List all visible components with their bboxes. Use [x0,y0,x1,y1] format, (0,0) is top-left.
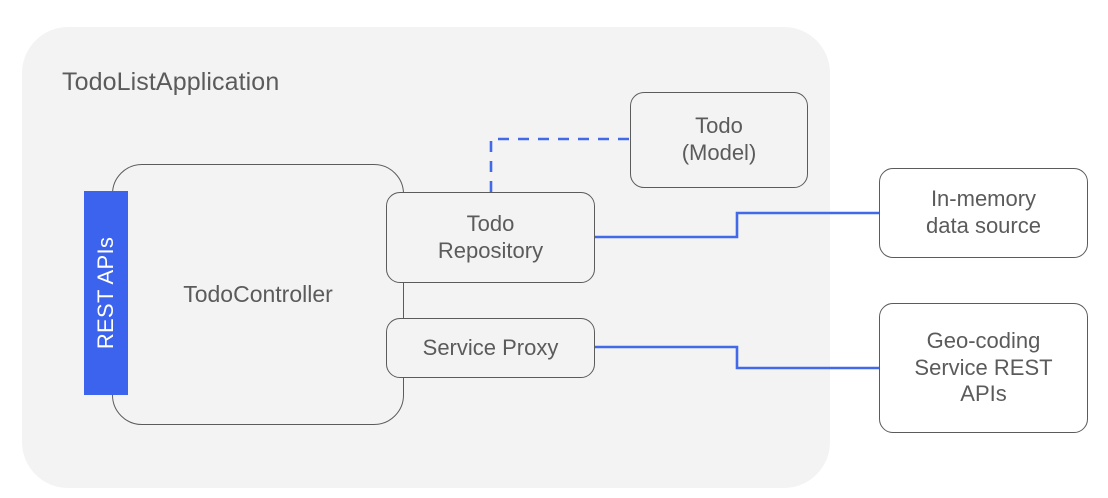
node-in-memory-data-source-label-line2: data source [926,213,1041,238]
node-service-proxy[interactable]: Service Proxy [386,318,595,378]
node-todo-repository-label-line2: Repository [437,237,544,263]
node-todo-controller-label: TodoController [183,281,333,308]
rest-apis-interface-label: REST APIs [93,236,118,350]
node-in-memory-data-source[interactable]: In-memory data source [879,168,1088,258]
node-geo-coding-service-label-line3: APIs [960,381,1007,407]
node-geo-coding-service[interactable]: Geo-coding Service REST APIs [879,303,1088,433]
rest-apis-interface-tab[interactable]: REST APIs [84,191,128,395]
application-panel-title: TodoListApplication [62,68,280,96]
node-service-proxy-label: Service Proxy [422,334,559,360]
node-in-memory-data-source-label-line1: In-memory [930,186,1037,212]
node-todo-repository-label-line1: Todo [466,210,515,236]
node-geo-coding-service-label-line1: Geo-coding [926,327,1041,353]
node-geo-coding-service-label-line2: Service REST [914,354,1053,380]
node-todo-model-label-line2: (Model) [681,140,757,165]
node-todo-repository[interactable]: Todo Repository [386,192,595,283]
node-todo-model[interactable]: Todo (Model) [630,92,808,188]
node-todo-controller[interactable]: TodoController [112,164,404,425]
node-todo-model-label-line1: Todo [695,113,743,139]
